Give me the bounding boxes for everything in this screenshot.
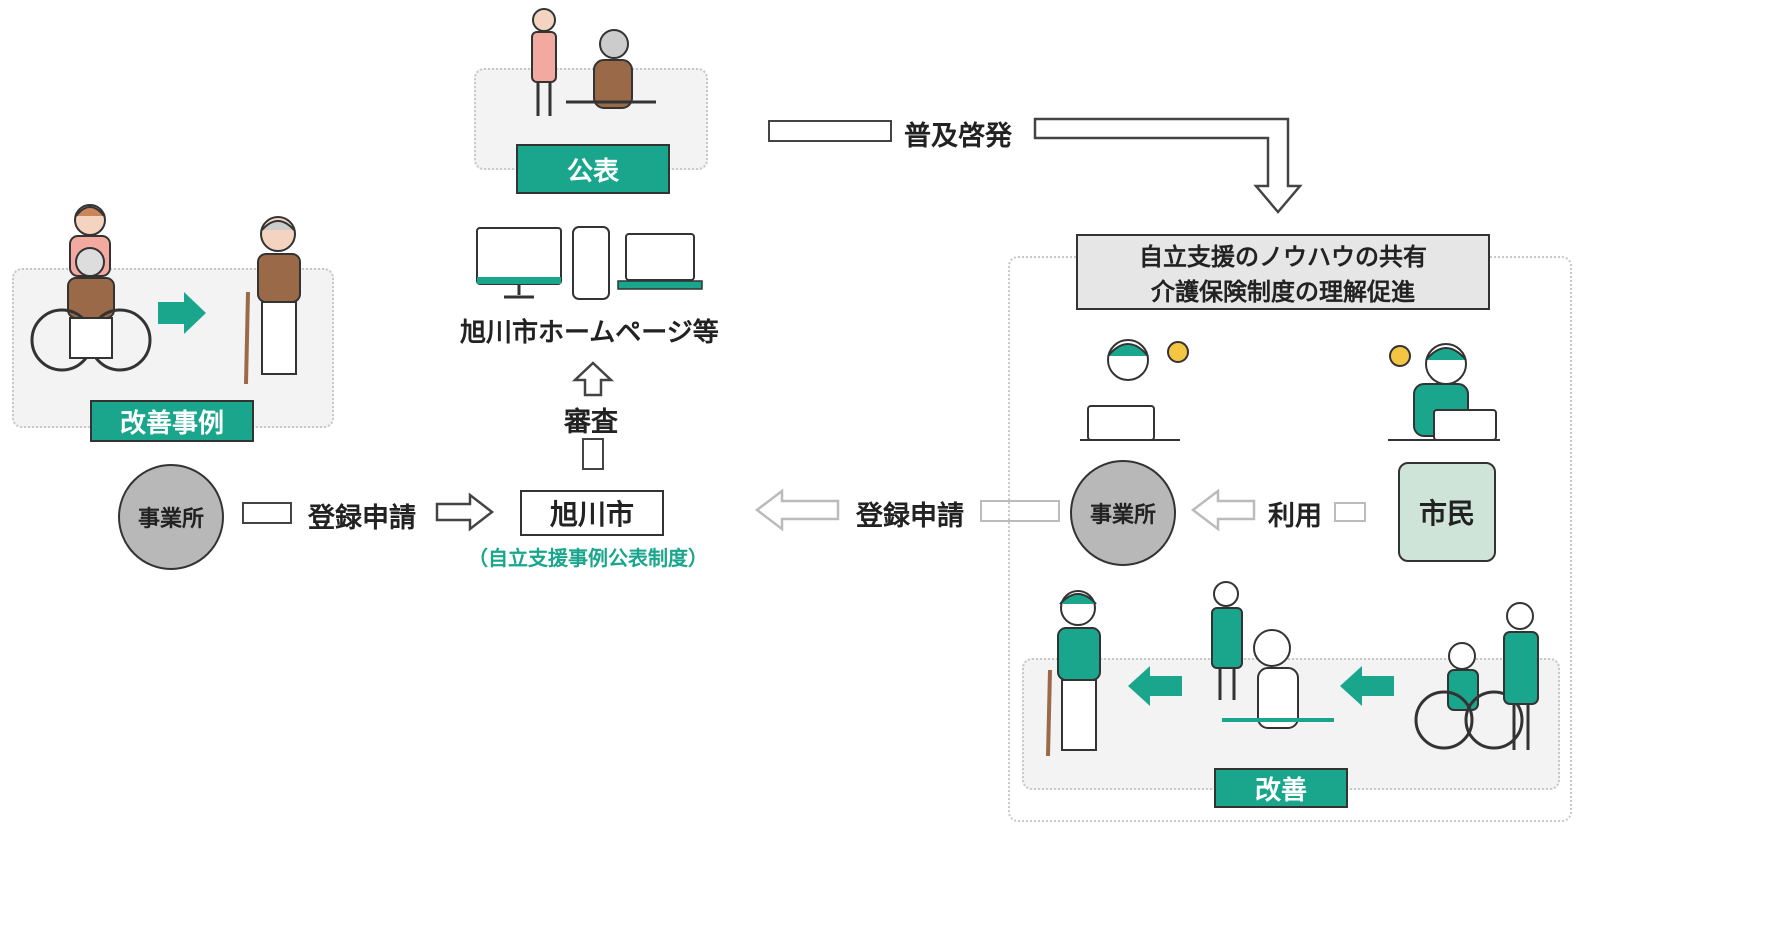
office-right-circle: 事業所: [1070, 460, 1176, 566]
use-connector: [1334, 502, 1366, 522]
use-label: 利用: [1268, 501, 1322, 532]
independent-elderly-illustration: [1046, 590, 1101, 757]
caregiver-standing-illustration: [531, 8, 557, 116]
promote-connector-left: [768, 120, 892, 142]
citizen-box: 市民: [1398, 462, 1496, 562]
register-right-label: 登録申請: [856, 501, 964, 532]
improvement-tag: 改善: [1214, 768, 1348, 808]
citizen-label: 市民: [1418, 497, 1475, 530]
publication-tag: 公表: [516, 144, 670, 194]
elderly-with-cane-illustration: [244, 216, 301, 385]
elderly-walker-illustration: [566, 29, 656, 109]
register-left-connector: [242, 502, 292, 524]
review-label: 審査: [564, 407, 618, 438]
worker-laptop-illustration: [1080, 339, 1189, 441]
wheelchair-caregiver-illustration: [1414, 602, 1539, 750]
right-arrow-icon: [158, 292, 206, 334]
city-box: 旭川市: [520, 490, 664, 536]
register-right-arrow-icon: [435, 492, 495, 532]
register-left-arrow-icon: [754, 488, 840, 532]
register-right-connector: [980, 500, 1060, 522]
register-left-label: 登録申請: [308, 503, 416, 534]
citizen-laptop-illustration: [1388, 343, 1500, 441]
monitor-icon: [476, 227, 562, 299]
laptop-icon: [617, 233, 703, 290]
promote-bent-arrow-icon: [1033, 117, 1303, 214]
website-caption: 旭川市ホームページ等: [460, 318, 719, 348]
caregiver-walker-illustration: [1211, 581, 1334, 729]
left-arrow-icon-2: [1340, 666, 1394, 706]
smartphone-icon: [572, 226, 610, 300]
system-caption: （自立支援事例公表制度）: [468, 546, 708, 570]
office-left-circle: 事業所: [118, 464, 224, 570]
caregiver-wheelchair-illustration: [30, 204, 152, 372]
improvement-case-tag: 改善事例: [90, 400, 254, 442]
goal-line-2: 介護保険制度の理解促進: [1151, 278, 1415, 306]
left-arrow-icon-1: [1128, 666, 1182, 706]
use-left-arrow-icon: [1190, 488, 1256, 532]
goal-box: 自立支援のノウハウの共有 介護保険制度の理解促進: [1076, 234, 1490, 310]
promote-label: 普及啓発: [904, 121, 1012, 152]
review-connector: [582, 438, 604, 470]
goal-line-1: 自立支援のノウハウの共有: [1139, 243, 1427, 271]
up-arrow-icon: [571, 361, 615, 397]
city-label: 旭川市: [549, 498, 634, 531]
